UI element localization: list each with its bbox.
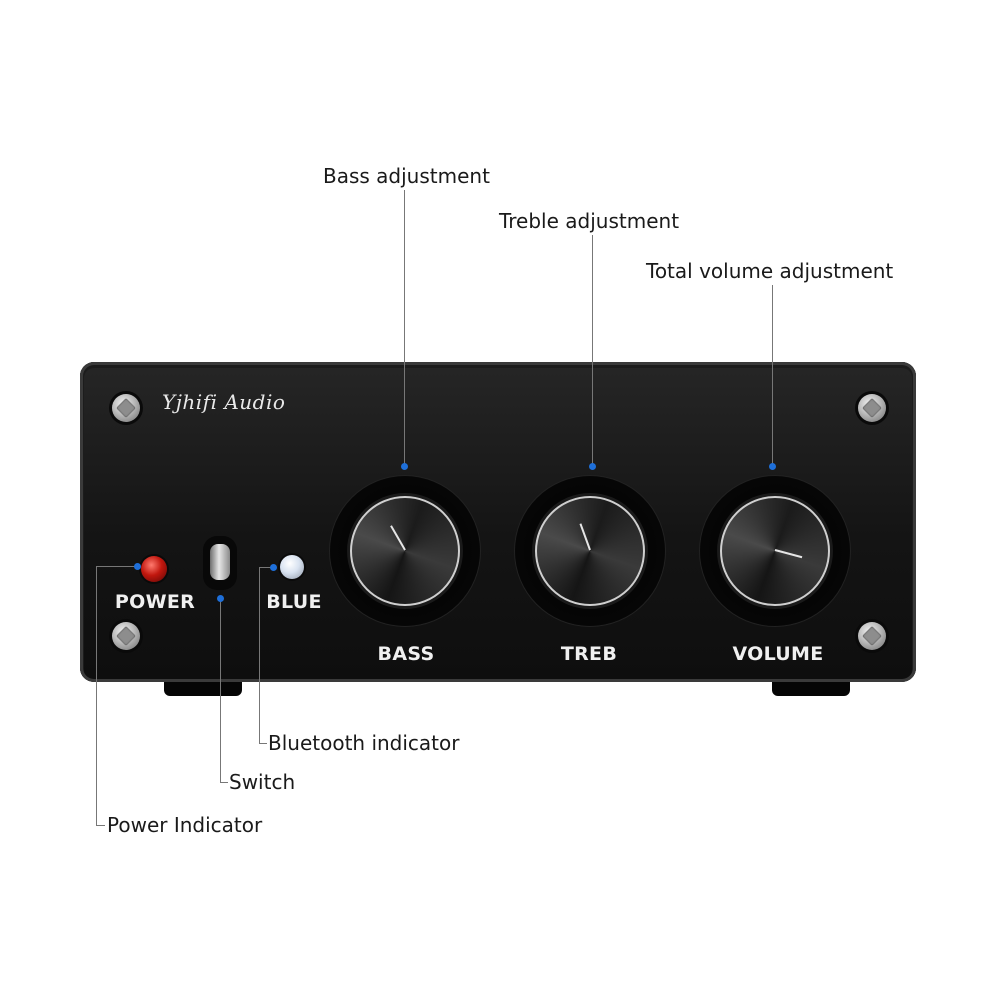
bluetooth-led-icon	[280, 555, 304, 579]
power-leader-v	[96, 566, 97, 825]
power-leader-h2	[96, 825, 105, 826]
bass-knob[interactable]	[350, 496, 460, 606]
volume-knob-pointer	[774, 549, 803, 559]
treble-knob-ring	[515, 476, 665, 626]
volume-adjustment-callout: Total volume adjustment	[646, 259, 894, 283]
treb-label: TREB	[560, 643, 618, 665]
treble-adjustment-callout: Treble adjustment	[499, 209, 680, 233]
right-foot	[772, 680, 850, 696]
bass-leader-dot	[401, 463, 408, 470]
volume-label: VOLUME	[732, 643, 824, 665]
bass-knob-ring	[330, 476, 480, 626]
power-switch[interactable]	[210, 544, 230, 580]
volume-leader-line	[772, 285, 773, 466]
bass-knob-pointer	[390, 525, 406, 551]
power-leader-dot	[134, 563, 141, 570]
treble-knob[interactable]	[535, 496, 645, 606]
screw-icon	[858, 394, 886, 422]
treble-leader-dot	[589, 463, 596, 470]
brand-logo: Yjhifi Audio	[162, 390, 286, 414]
volume-knob[interactable]	[720, 496, 830, 606]
switch-leader-h	[220, 782, 228, 783]
switch-leader-v	[220, 598, 221, 782]
bass-leader-line	[404, 190, 405, 466]
screw-icon	[858, 622, 886, 650]
switch-callout: Switch	[229, 770, 296, 794]
power-led-icon	[141, 556, 167, 582]
bluetooth-leader-h2	[259, 743, 267, 744]
bluetooth-leader-v	[259, 567, 260, 743]
switch-leader-dot	[217, 595, 224, 602]
screw-icon	[112, 622, 140, 650]
left-foot	[164, 680, 242, 696]
treble-knob-pointer	[579, 523, 591, 551]
bass-adjustment-callout: Bass adjustment	[323, 164, 490, 188]
bluetooth-leader-dot	[270, 564, 277, 571]
screw-icon	[112, 394, 140, 422]
bluetooth-indicator-callout: Bluetooth indicator	[268, 731, 460, 755]
blue-label: BLUE	[266, 591, 322, 613]
treble-leader-line	[592, 235, 593, 466]
power-indicator-callout: Power Indicator	[107, 813, 263, 837]
power-label: POWER	[114, 591, 196, 613]
volume-leader-dot	[769, 463, 776, 470]
power-leader-h1	[96, 566, 138, 567]
volume-knob-ring	[700, 476, 850, 626]
bluetooth-leader-h1	[259, 567, 272, 568]
bass-label: BASS	[377, 643, 435, 665]
